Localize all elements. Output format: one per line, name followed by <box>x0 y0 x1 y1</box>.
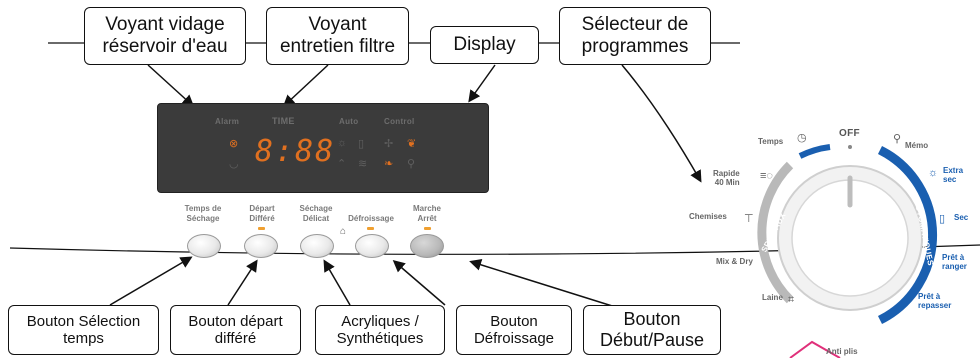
hanger-icon: ⌃ <box>337 158 347 170</box>
dial-option-pret-repasser[interactable]: Prêt à repasser <box>918 292 952 310</box>
dial-option-mix-dry[interactable]: Mix & Dry <box>716 257 753 266</box>
alarm-icon: ⊗ <box>229 138 239 150</box>
callout-voyant-filtre: Voyant entretien filtre <box>266 7 409 65</box>
dial-option-anti-plis[interactable]: Anti plis <box>826 347 858 356</box>
dial-option-sec[interactable]: Sec <box>954 213 969 222</box>
callout-selecteur: Sélecteur de programmes <box>559 7 711 65</box>
depart-differe-button[interactable] <box>244 234 278 258</box>
ready-store-icon: ⌃ <box>927 257 937 269</box>
button-label-temps: Temps de Séchage <box>184 204 222 223</box>
callout-bouton-debut: Bouton Début/Pause <box>583 305 721 355</box>
panel-label-auto: Auto <box>339 117 359 126</box>
door-icon: ▯ <box>358 138 365 150</box>
ready-iron-icon: ⌂ <box>901 295 908 307</box>
fan-icon: ✢ <box>384 138 394 150</box>
callout-bouton-defroissage: Bouton Défroissage <box>456 305 572 355</box>
marche-arret-button[interactable] <box>410 234 444 258</box>
quick-dry-icon: ≡◌ <box>760 170 773 182</box>
dial-option-temps[interactable]: Temps <box>758 137 784 146</box>
led-marche <box>424 227 431 230</box>
button-label-defroissage: Défroissage <box>348 214 394 223</box>
panel-label-time: TIME <box>272 116 295 126</box>
dial-option-laine[interactable]: Laine <box>762 293 783 302</box>
callout-voyant-vidage: Voyant vidage réservoir d'eau <box>84 7 246 65</box>
sun-icon: ☼ <box>337 137 348 149</box>
extra-dry-icon: ☼ <box>928 167 939 179</box>
dial-option-memo[interactable]: Mémo <box>905 141 929 150</box>
led-depart <box>258 227 265 230</box>
pin-icon: ⚲ <box>893 133 902 145</box>
filter-icon: ⚲ <box>407 158 416 170</box>
led-defroissage <box>367 227 374 230</box>
wool-icon: ⌗ <box>788 294 795 306</box>
callout-bouton-depart: Bouton départ différé <box>170 305 301 355</box>
callout-acryliques: Acryliques / Synthétiques <box>315 305 445 355</box>
dial-option-pret-ranger[interactable]: Prêt à ranger <box>942 253 967 271</box>
iron-icon: ⌂ <box>340 226 347 237</box>
callout-bouton-temps: Bouton Sélection temps <box>8 305 159 355</box>
dial-off-label: OFF <box>839 128 860 139</box>
defroissage-button[interactable] <box>355 234 389 258</box>
sechage-delicat-button[interactable] <box>300 234 334 258</box>
temps-sechage-button[interactable] <box>187 234 221 258</box>
dry-icon: ▯ <box>939 213 946 225</box>
leaf-icon: ❦ <box>407 138 417 150</box>
delicate-icon: ❧ <box>384 158 394 170</box>
dial-option-rapide[interactable]: Rapide 40 Min <box>713 169 740 187</box>
control-panel-display <box>157 103 489 193</box>
callout-display: Display <box>430 26 539 64</box>
dial-option-chemises[interactable]: Chemises <box>689 212 727 221</box>
shirt-icon: ⊤ <box>744 213 754 225</box>
timer-icon: ◷ <box>797 132 807 144</box>
water-tank-icon: ◡ <box>229 158 239 170</box>
button-label-sechage-delicat: Séchage Délicat <box>299 204 333 223</box>
button-label-depart: Départ Différé <box>249 204 275 223</box>
time-digits: 8:88 <box>255 134 336 169</box>
dial-option-extra-sec[interactable]: Extra sec <box>943 166 964 184</box>
panel-label-alarm: Alarm <box>215 117 240 126</box>
panel-label-control: Control <box>384 117 415 126</box>
button-label-marche: Marche Arrêt <box>412 204 441 223</box>
fold-icon: ≋ <box>358 158 368 170</box>
